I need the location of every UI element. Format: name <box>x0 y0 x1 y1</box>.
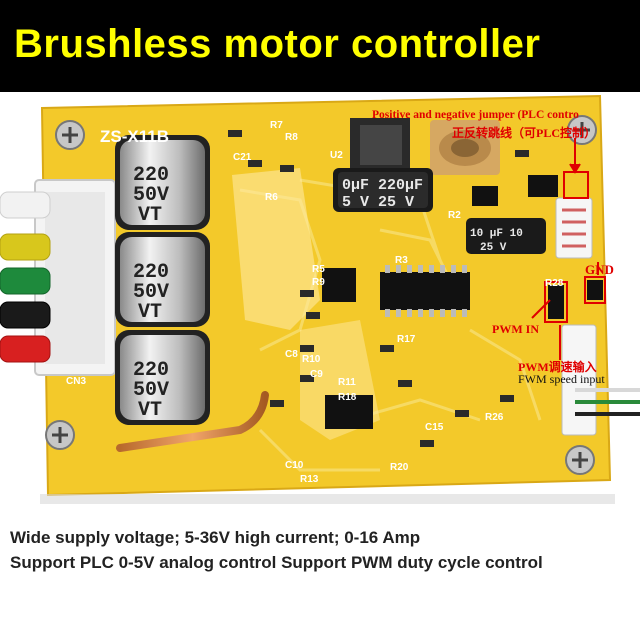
inductor <box>430 120 500 175</box>
jumper-annotation: Positive and negative jumper (PLC contro <box>372 109 579 121</box>
cap-small2-rating: 10 µF 10 <box>470 228 523 240</box>
capacitor-small-2 <box>466 218 546 254</box>
capacitor-220uf-2 <box>115 232 210 327</box>
silk-label: R10 <box>302 354 321 365</box>
shunt-resistor <box>116 391 269 452</box>
silk-label: CN3 <box>66 376 86 387</box>
cap2-voltage: 50V <box>133 281 169 304</box>
cap2-value: 220 <box>133 261 169 284</box>
pwm-in-label: PWM IN <box>492 322 539 336</box>
title-banner <box>0 0 640 92</box>
silk-label: R11 <box>338 377 356 388</box>
silk-label: R6 <box>265 192 278 203</box>
silk-label: R8 <box>285 132 298 143</box>
silk-label: R5 <box>312 264 325 275</box>
pwm-input-cn-label: PWM调速输入 <box>518 360 597 374</box>
page-title: Brushless motor controller <box>14 22 541 66</box>
silk-label: R9 <box>312 277 325 288</box>
pwm-speed-input-label: FWM speed input <box>518 372 605 386</box>
cap2-series: VT <box>138 301 162 324</box>
mosfet-2 <box>325 395 373 429</box>
spec-line-voltage: Wide supply voltage; 5-36V high current;… <box>10 528 421 547</box>
mounting-screw <box>55 120 85 150</box>
cap1-series: VT <box>138 204 162 227</box>
signal-connector <box>561 324 640 436</box>
silk-label: R3 <box>395 255 408 266</box>
silk-label: C21 <box>233 152 252 163</box>
transistor <box>472 186 498 206</box>
mosfet-1 <box>322 268 356 302</box>
cap1-value: 220 <box>133 164 169 187</box>
cap-small1-voltage: 5 V 25 V <box>342 194 414 211</box>
silk-label: U2 <box>330 150 343 161</box>
hall-connector <box>555 197 593 259</box>
annotation-arrows <box>531 138 606 360</box>
capacitor-small-1 <box>333 168 433 212</box>
spec-line-control: Support PLC 0-5V analog control Support … <box>10 553 543 572</box>
jumper-annotation-cn: 正反转跳线（可PLC控制） <box>452 126 597 140</box>
cap3-voltage: 50V <box>133 379 169 402</box>
silk-label: R17 <box>397 334 416 345</box>
cap1-voltage: 50V <box>133 184 169 207</box>
cap-small2-voltage: 25 V <box>480 242 507 254</box>
silk-label: C15 <box>425 422 444 433</box>
silk-label: C8 <box>285 349 298 360</box>
silk-label: R28 <box>545 278 564 289</box>
power-connector <box>34 179 116 376</box>
silkscreen-labels: R7 R8 C21 R6 U2 R2 R5 R9 R3 R17 R11 R18 … <box>66 120 564 485</box>
silk-label: R2 <box>448 210 461 221</box>
smd-components <box>228 130 529 447</box>
silk-label: C9 <box>310 369 323 380</box>
mounting-screw <box>45 420 75 450</box>
capacitor-220uf-1 <box>115 135 210 230</box>
capacitor-220uf-3 <box>115 330 210 425</box>
silk-label: R20 <box>390 462 409 473</box>
mounting-screw <box>565 445 595 475</box>
cap3-series: VT <box>138 399 162 422</box>
motor-wires <box>0 191 51 363</box>
silk-label: R18 <box>338 392 357 403</box>
cap3-value: 220 <box>133 359 169 382</box>
ic-chip-main <box>380 265 470 317</box>
silk-label: R26 <box>485 412 504 423</box>
mounting-screw <box>567 115 597 145</box>
silk-label: R7 <box>270 120 283 131</box>
gnd-label: GND <box>585 262 614 277</box>
board-model-label: ZS-X11B <box>100 127 169 146</box>
jumper-header <box>528 175 558 197</box>
silk-label: C10 <box>285 460 304 471</box>
silk-label: R13 <box>300 474 319 485</box>
cap-small1-rating: 0µF 220µF <box>342 177 423 194</box>
pwm-header <box>548 280 603 319</box>
